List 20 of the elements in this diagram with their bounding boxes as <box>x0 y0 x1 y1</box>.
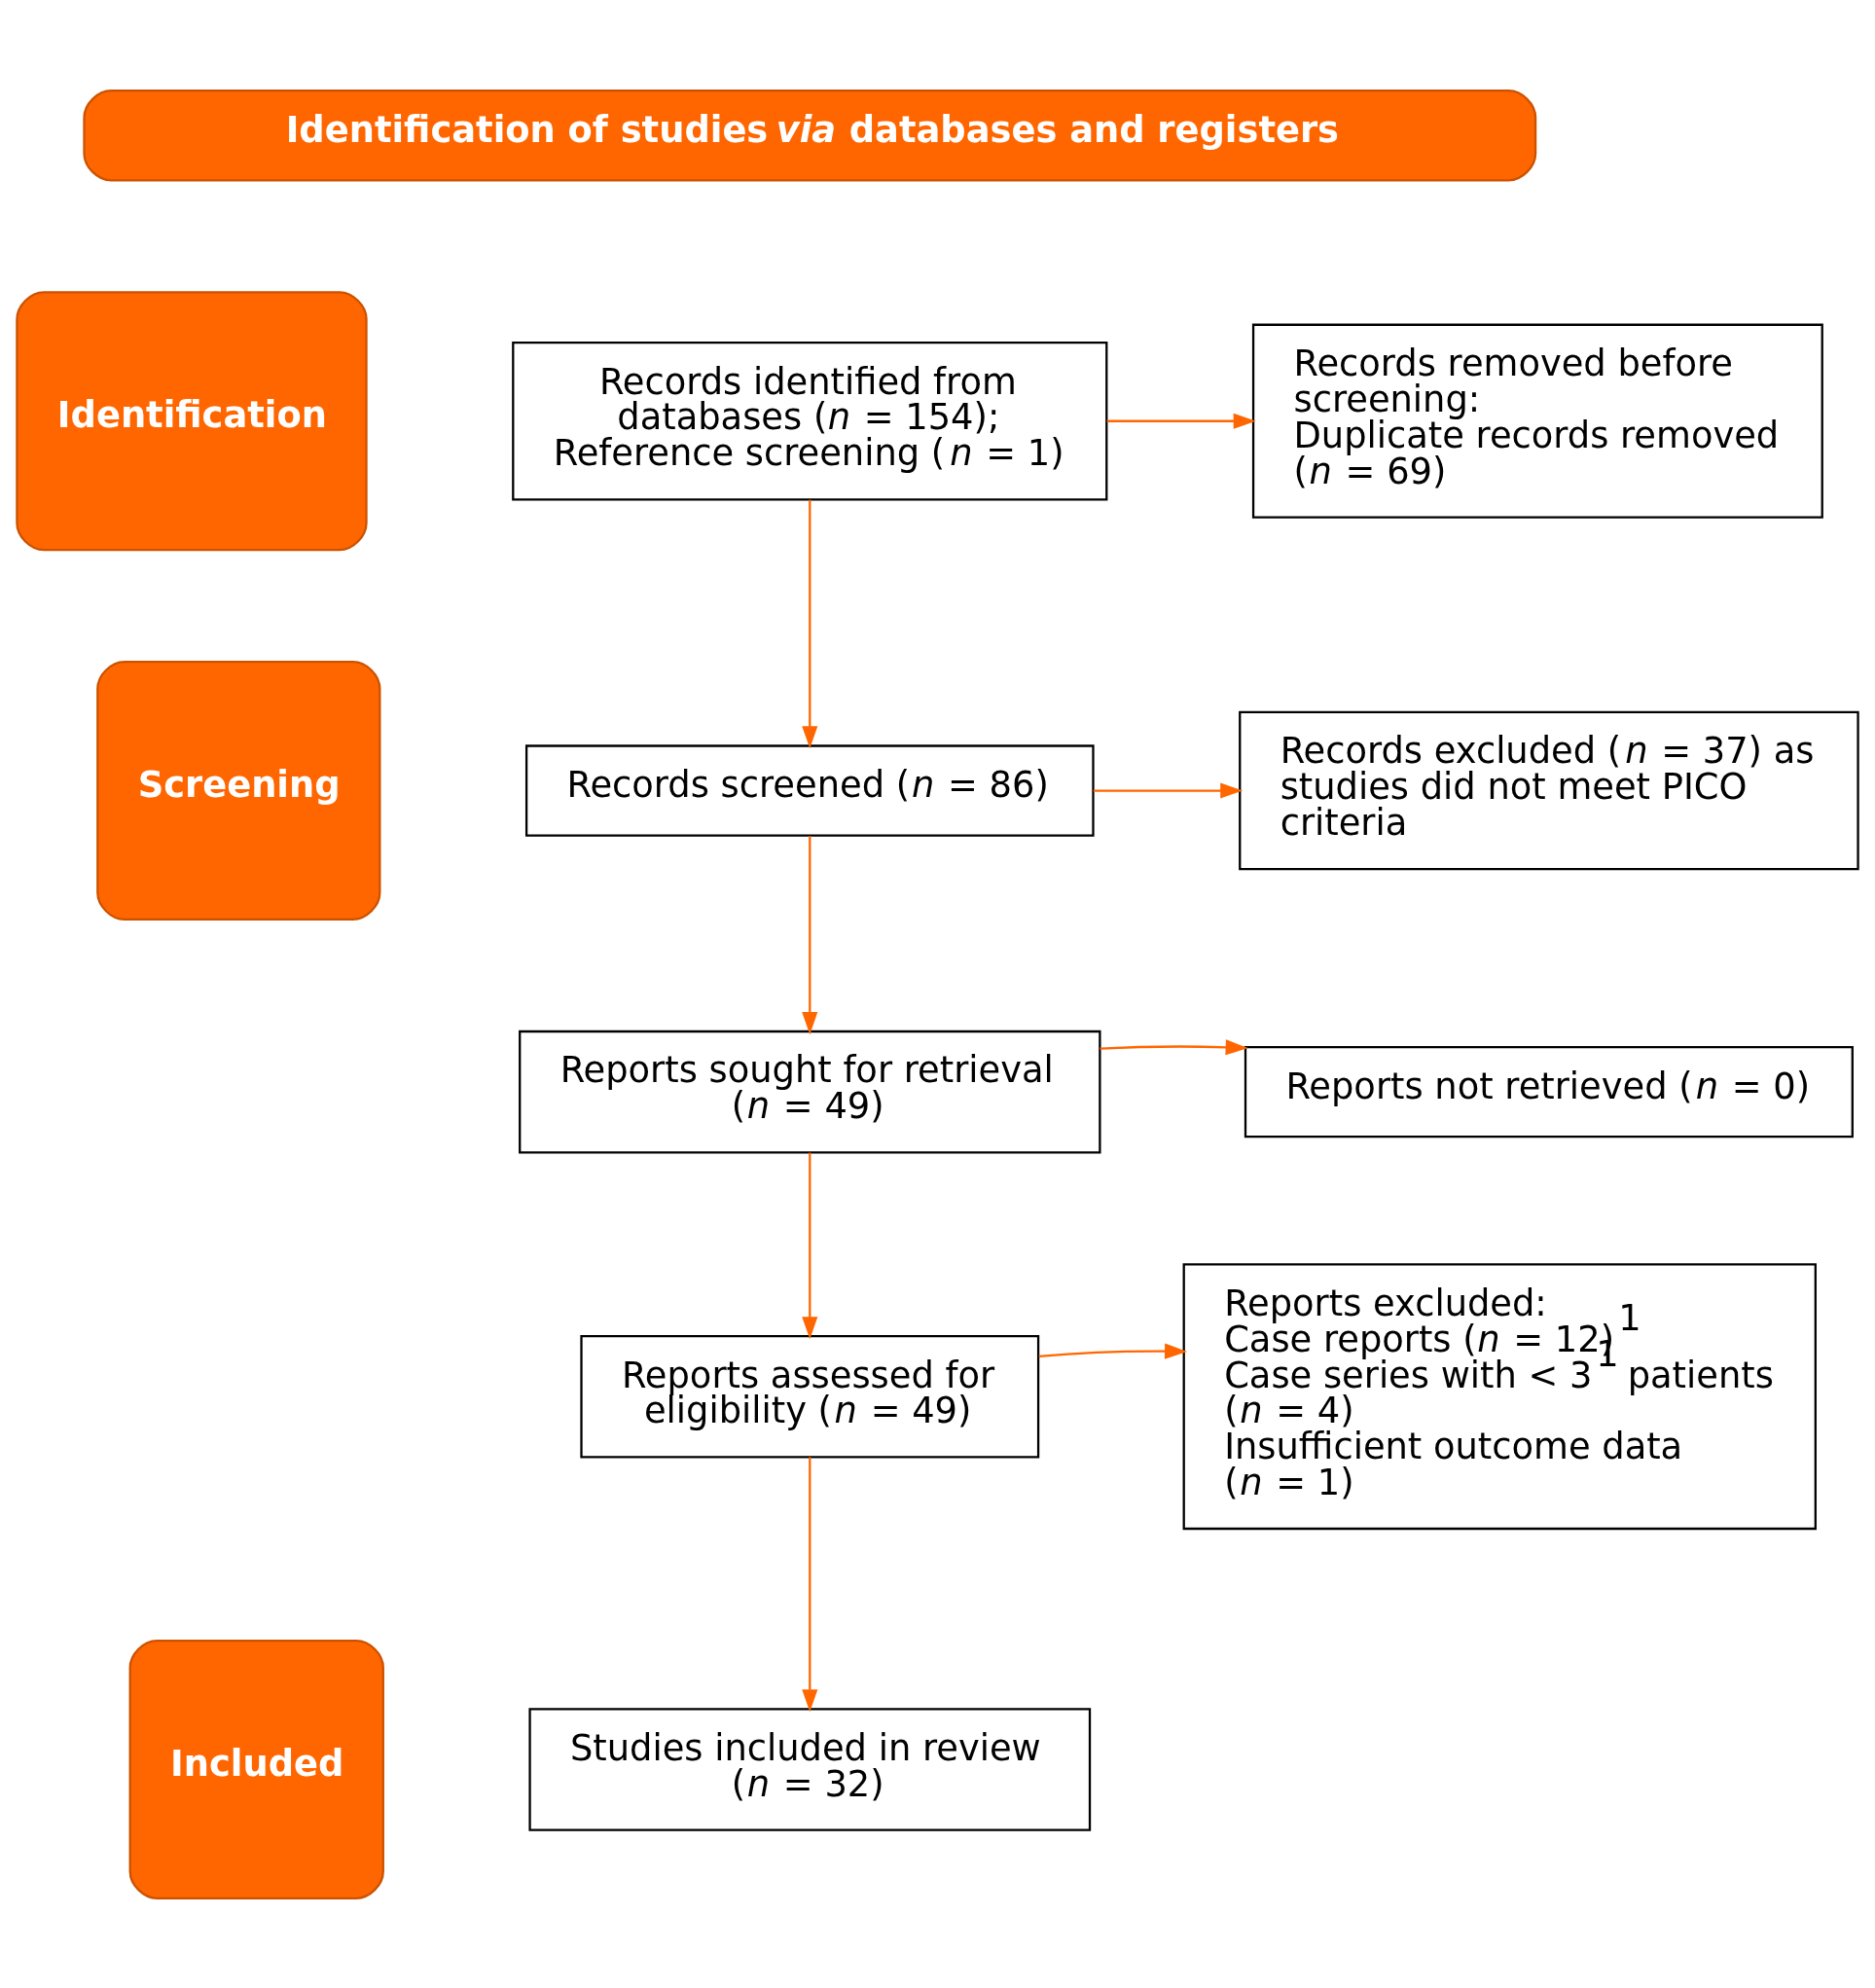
node-box: Records identified from databases (n = 154); Reference screening (n = 1) <box>512 341 1108 500</box>
node-box: Reports sought for retrieval (n = 49) <box>519 1030 1101 1153</box>
node-box: Included <box>128 1639 384 1899</box>
node-box: Records removed before screening: Duplicate records removed (n = 69) <box>1251 323 1823 519</box>
node-box: Reports not retrieved (n = 0) <box>1244 1045 1854 1138</box>
node-box: Identification <box>16 290 368 551</box>
arrow <box>802 1152 818 1339</box>
arrow <box>802 1457 818 1712</box>
arrow <box>802 499 818 748</box>
arrow <box>1100 1038 1248 1055</box>
arrow <box>1038 1343 1188 1359</box>
node-box: Screening <box>96 660 381 921</box>
node-box: Records excluded (n = 37) as studies did not meet PICO criteria <box>1239 710 1859 870</box>
node-box: Identification of studies via databases and registers <box>83 89 1537 181</box>
node-box: Reports assessed for eligibility (n = 49) <box>580 1334 1040 1458</box>
arrow <box>1106 413 1256 429</box>
node-box: Studies included in review (n = 32) <box>528 1707 1092 1831</box>
node-box: Records screened (n = 86) <box>524 743 1095 837</box>
arrow <box>802 835 818 1034</box>
arrow <box>1093 781 1244 799</box>
